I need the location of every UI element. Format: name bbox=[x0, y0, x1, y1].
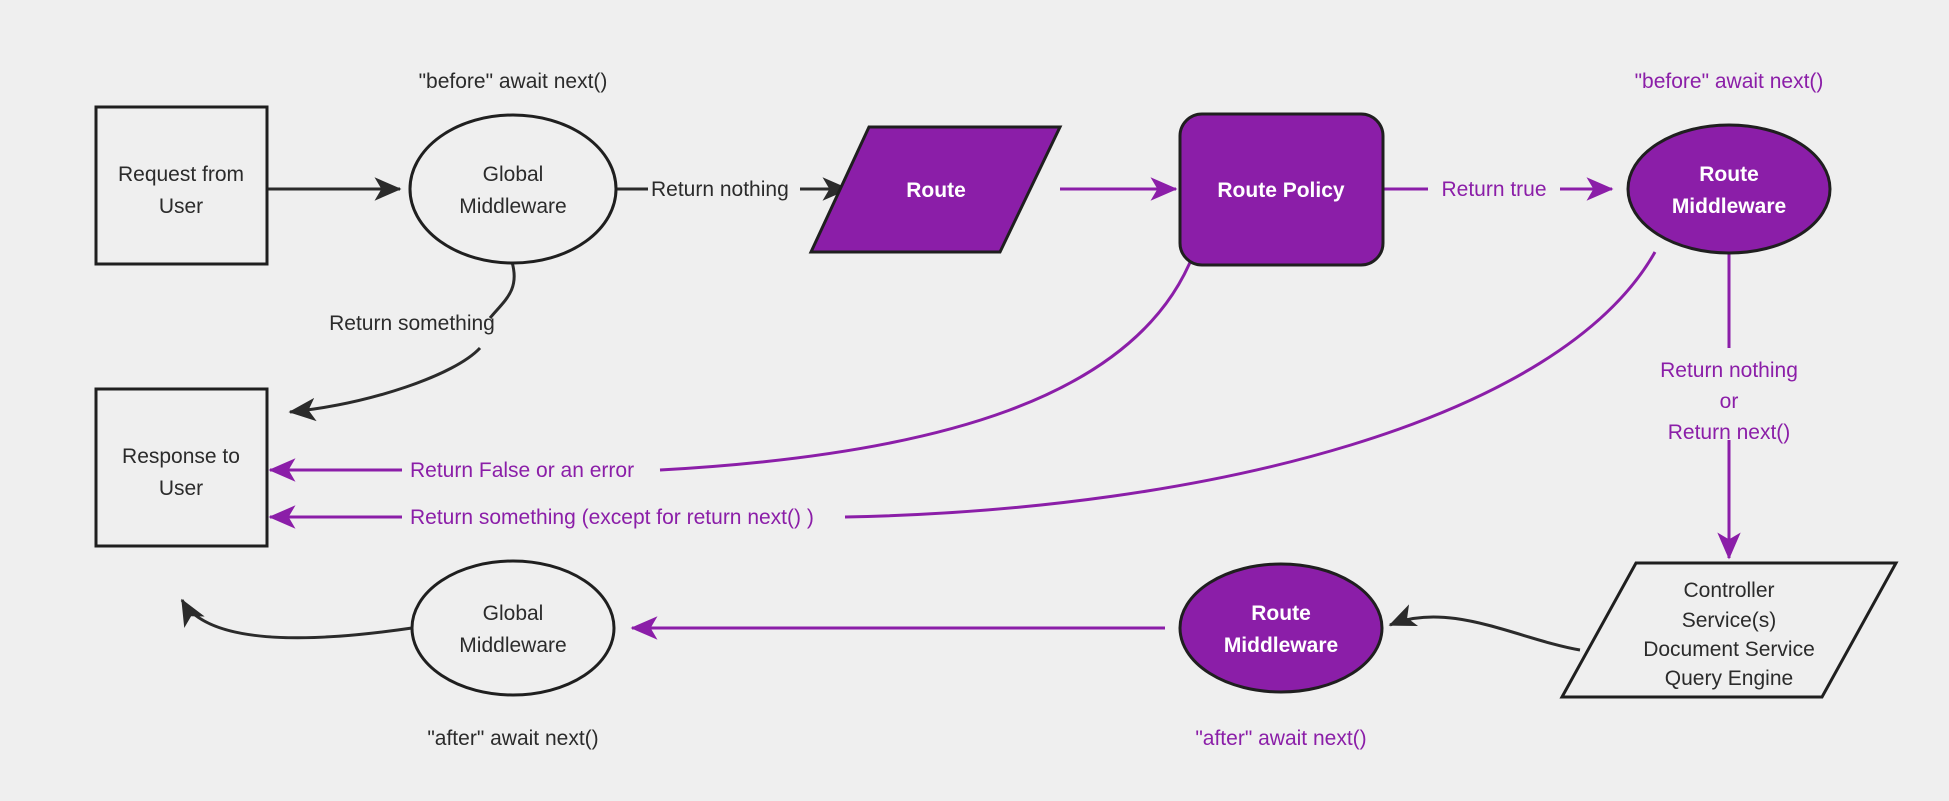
edge-route-policy-to-route-middleware: Return true bbox=[1383, 177, 1614, 201]
annotation-after-await-next-route: "after" await next() bbox=[1195, 727, 1366, 750]
edge-label-return-nothing-or-next-line1: Return nothing bbox=[1660, 359, 1798, 382]
node-route-middleware-top[interactable]: Route Middleware bbox=[1626, 123, 1832, 255]
annotation-before-await-next-route: "before" await next() bbox=[1635, 70, 1824, 93]
annotation-before-await-next-global: "before" await next() bbox=[419, 70, 608, 93]
node-controller-stack-line2: Service(s) bbox=[1682, 609, 1777, 632]
edge-route-middleware-to-controller: Return nothing or Return next() bbox=[1660, 252, 1798, 560]
edge-route-middleware-return-something: Return something (except for return next… bbox=[268, 251, 1657, 529]
node-controller-stack-line4: Query Engine bbox=[1665, 667, 1793, 690]
node-global-middleware-bottom[interactable]: Global Middleware bbox=[410, 559, 616, 697]
edge-route-policy-return-false: Return False or an error bbox=[268, 249, 1197, 482]
node-route[interactable]: Route bbox=[808, 125, 1063, 254]
node-response-to-user-line1: Response to bbox=[122, 445, 240, 468]
node-controller-stack-line3: Document Service bbox=[1643, 638, 1815, 661]
edge-label-return-nothing-or-next-line3: Return next() bbox=[1668, 421, 1791, 444]
node-route-policy-label: Route Policy bbox=[1217, 179, 1345, 202]
annotation-after-await-next-global: "after" await next() bbox=[427, 727, 598, 750]
node-route-middleware-bottom-line1: Route bbox=[1251, 602, 1311, 625]
node-request-from-user-line2: User bbox=[159, 195, 203, 218]
node-global-middleware-top-line2: Middleware bbox=[459, 195, 566, 218]
node-global-middleware-bottom-line2: Middleware bbox=[459, 634, 566, 657]
edge-controller-to-route-middleware-bottom bbox=[1388, 604, 1581, 652]
node-response-to-user-line2: User bbox=[159, 477, 203, 500]
node-route-policy[interactable]: Route Policy bbox=[1178, 112, 1385, 267]
edge-label-return-true: Return true bbox=[1441, 178, 1546, 201]
node-route-middleware-top-line2: Middleware bbox=[1672, 195, 1786, 218]
node-route-middleware-bottom-line2: Middleware bbox=[1224, 634, 1338, 657]
edge-label-return-nothing-or-next-line2: or bbox=[1720, 390, 1739, 413]
edge-global-middleware-return-something: Return something bbox=[288, 261, 516, 422]
node-request-from-user[interactable]: Request from User bbox=[94, 105, 269, 266]
node-route-middleware-bottom[interactable]: Route Middleware bbox=[1178, 562, 1384, 694]
edge-global-middleware-to-route: Return nothing bbox=[616, 177, 850, 201]
node-controller-stack[interactable]: Controller Service(s) Document Service Q… bbox=[1559, 561, 1899, 699]
edge-label-return-something: Return something bbox=[329, 312, 495, 335]
node-global-middleware-top[interactable]: Global Middleware bbox=[408, 113, 618, 265]
node-global-middleware-top-line1: Global bbox=[483, 163, 544, 186]
node-request-from-user-line1: Request from bbox=[118, 163, 244, 186]
edge-label-return-false-or-error: Return False or an error bbox=[410, 459, 634, 482]
edge-label-return-nothing: Return nothing bbox=[651, 178, 789, 201]
node-controller-stack-line1: Controller bbox=[1683, 579, 1774, 602]
node-route-middleware-top-line1: Route bbox=[1699, 163, 1759, 186]
edge-global-middleware-bottom-to-response bbox=[180, 598, 413, 640]
node-route-label: Route bbox=[906, 179, 966, 202]
node-response-to-user[interactable]: Response to User bbox=[94, 387, 269, 548]
edge-label-return-something-except-next: Return something (except for return next… bbox=[410, 506, 814, 529]
node-global-middleware-bottom-line1: Global bbox=[483, 602, 544, 625]
